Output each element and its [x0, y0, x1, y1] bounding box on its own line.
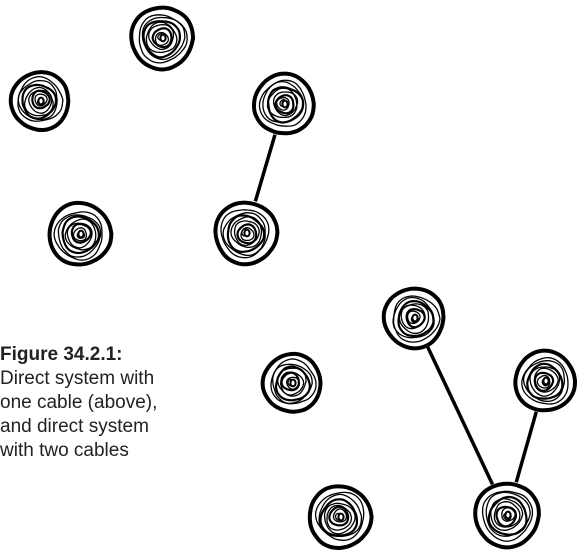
tree-b-cross-section: [8, 70, 71, 133]
figure-caption: Figure 34.2.1: Direct system with one ca…: [0, 343, 240, 463]
tree-a-cross-section: [129, 5, 196, 72]
caption-line-3: and direct system: [0, 416, 149, 437]
caption-title: Figure 34.2.1:: [0, 344, 123, 365]
caption-line-2: one cable (above),: [0, 392, 158, 413]
cables-layer: [252, 130, 539, 489]
caption-line-1: Direct system with: [0, 368, 155, 389]
two-cable-system-cable-1: [424, 342, 496, 489]
one-cable-system-cable-1: [252, 130, 278, 206]
caption-line-4: with two cables: [0, 440, 129, 461]
tree-j-cross-section: [473, 481, 541, 550]
tree-d-cross-section: [47, 200, 114, 267]
tree-f-cross-section: [381, 286, 446, 351]
tree-i-cross-section: [307, 484, 374, 550]
tree-c-cross-section: [251, 71, 316, 136]
tree-e-cross-section: [213, 200, 280, 267]
two-cable-system-cable-2: [513, 407, 539, 487]
tree-h-cross-section: [513, 348, 578, 413]
trees-layer: [8, 5, 578, 550]
tree-g-cross-section: [260, 351, 323, 414]
